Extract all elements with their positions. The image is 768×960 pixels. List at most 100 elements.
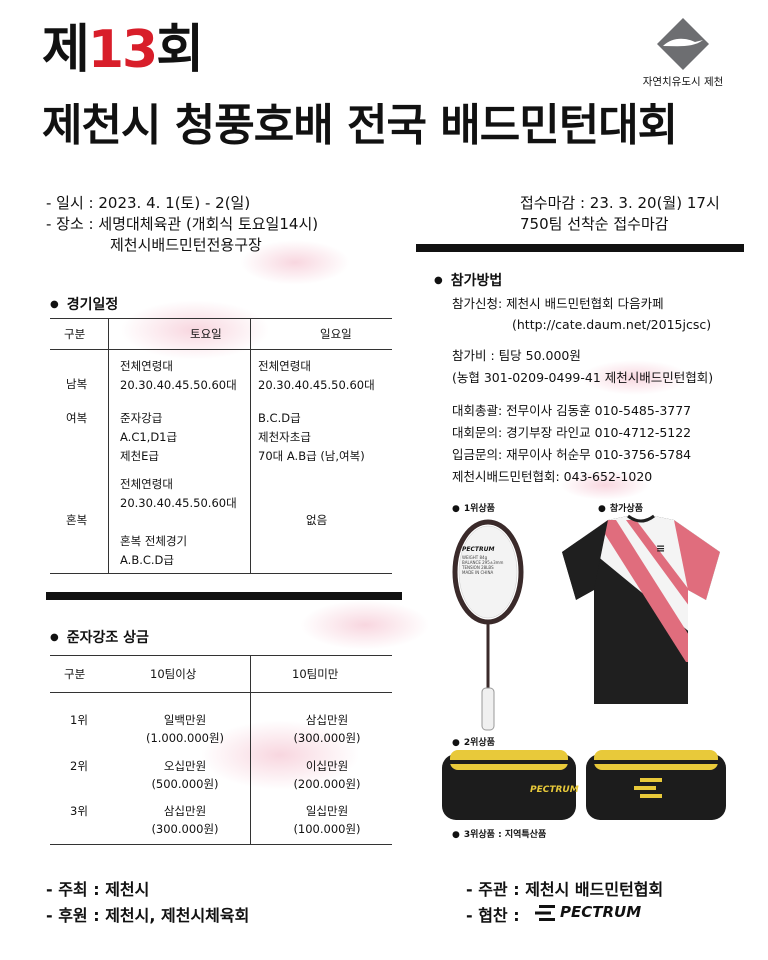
schedule-category: 여복 bbox=[66, 411, 88, 425]
racket-spec: WEIGHT 84g BALANCE 295±3mm TENSION 28LBS… bbox=[462, 555, 503, 575]
schedule-entry: 20.30.40.45.50.60대 bbox=[258, 378, 375, 392]
bags-image bbox=[440, 748, 728, 822]
second-prize-label: 2위상품 bbox=[452, 735, 495, 748]
logo-caption: 자연치유도시 제천 bbox=[642, 76, 724, 88]
prize-amount-number: (300.000원) bbox=[293, 731, 361, 745]
svg-text:≡: ≡ bbox=[656, 542, 665, 555]
participation-heading: 참가방법 bbox=[434, 270, 503, 290]
schedule-sunday-cell: 없음 bbox=[306, 513, 328, 527]
fee-info: 참가비 : 팀당 50.000원 bbox=[452, 348, 581, 363]
tshirt-image: ≡ bbox=[556, 512, 726, 708]
schedule-header-divider bbox=[50, 349, 392, 350]
prize-rank: 1위 bbox=[70, 713, 88, 727]
registration-limit: 750팀 선착순 접수마감 bbox=[520, 215, 669, 233]
schedule-heading: 경기일정 bbox=[50, 294, 119, 314]
prize-under10-cell: 삼십만원(300.000원) bbox=[272, 711, 382, 747]
schedule-saturday-cell: 전체연령대 20.30.40.45.50.60대 bbox=[120, 357, 237, 395]
diamond-logo-icon bbox=[657, 18, 709, 70]
schedule-entry: 혼복 전체경기 bbox=[120, 534, 188, 548]
contact-general: 대회총괄: 전무이사 김동훈 010-5485-3777 bbox=[452, 403, 692, 418]
racket-spec-line: WEIGHT 84g bbox=[462, 555, 488, 560]
prize-header-divider bbox=[50, 692, 392, 693]
prize-under10-cell: 일십만원 (100.000원) bbox=[272, 802, 382, 838]
prize-amount: 삼십만원 bbox=[163, 804, 207, 818]
third-prize-label: 3위상품 : 지역특산품 bbox=[452, 827, 546, 840]
schedule-header-saturday: 토요일 bbox=[190, 327, 222, 341]
prize-over10-cell: 삼십만원 (300.000원) bbox=[130, 802, 240, 838]
page-title: 제천시 청풍호배 전국 배드민턴대회 bbox=[42, 100, 678, 151]
schedule-entry: 전체연령대 bbox=[120, 477, 173, 491]
prize-amount: 오십만원 bbox=[163, 759, 207, 773]
schedule-entry: 준자강급 bbox=[120, 411, 163, 425]
divider-bar-right bbox=[416, 244, 744, 252]
prize-rank: 2위 bbox=[70, 759, 88, 773]
schedule-entry: 20.30.40.45.50.60대 bbox=[120, 496, 237, 510]
schedule-category: 남복 bbox=[66, 377, 88, 391]
edition-title: 제13회 bbox=[42, 20, 204, 80]
prize-amount-number: (300.000원) bbox=[151, 822, 219, 836]
event-venue: - 장소 : 세명대체육관 (개회식 토요일14시) bbox=[46, 215, 319, 233]
schedule-entry: 전체연령대 bbox=[258, 359, 311, 373]
contact-match: 대회문의: 경기부장 라인교 010-4712-5122 bbox=[452, 425, 692, 440]
organizer-text: - 주관 : 제천시 배드민턴협회 bbox=[466, 880, 664, 899]
racket-spec-line: MADE IN CHINA bbox=[462, 570, 494, 575]
prize-amount-number: (200.000원) bbox=[293, 777, 361, 791]
schedule-entry bbox=[120, 513, 237, 532]
prize-amount-number: (1.000.000원) bbox=[145, 731, 225, 745]
racket-brand: PECTRUM bbox=[462, 546, 495, 553]
contact-payment: 입금문의: 재무이사 허순무 010-3756-5784 bbox=[452, 447, 692, 462]
prize-under10-cell: 이십만원 (200.000원) bbox=[272, 757, 382, 793]
first-prize-label: 1위상품 bbox=[452, 501, 495, 514]
schedule-category: 혼복 bbox=[66, 513, 88, 527]
tshirt-icon: ≡ bbox=[562, 514, 720, 704]
prize-rank: 3위 bbox=[70, 804, 88, 818]
schedule-entry: 70대 A.B급 (남,여복) bbox=[258, 449, 365, 463]
schedule-entry: 전체연령대 bbox=[120, 359, 173, 373]
divider-bar-left bbox=[46, 592, 402, 600]
event-date: - 일시 : 2023. 4. 1(토) - 2(일) bbox=[46, 194, 251, 212]
prize-header-rank: 구분 bbox=[64, 667, 86, 681]
participation-prize-label: 참가상품 bbox=[598, 501, 643, 514]
racket-spec-line: BALANCE 295±3mm bbox=[462, 560, 504, 565]
edition-suffix: 회 bbox=[156, 20, 204, 80]
schedule-header-category: 구분 bbox=[64, 327, 86, 341]
badminton-racket-icon bbox=[452, 519, 524, 731]
schedule-entry: B.C.D급 bbox=[258, 411, 301, 425]
event-venue-line2: 제천시배드민턴전용구장 bbox=[110, 236, 262, 254]
registration-deadline: 접수마감 : 23. 3. 20(월) 17시 bbox=[520, 194, 720, 212]
schedule-saturday-cell: 준자강급 A.C1,D1급 제천E급 bbox=[120, 409, 177, 466]
fee-account: (농협 301-0209-0499-41 제천시배드민턴협회) bbox=[452, 370, 714, 385]
racket-spec-line: TENSION 28LBS bbox=[462, 565, 494, 570]
prize-amount-number: (500.000원) bbox=[151, 777, 219, 791]
spectrum-logo-icon bbox=[533, 904, 557, 922]
apply-url[interactable]: (http://cate.daum.net/2015jcsc) bbox=[512, 317, 712, 332]
prize-table: 구분 10팀이상 10팀미만 1위 일백만원(1.000.000원) 삼십만원(… bbox=[50, 655, 392, 845]
prize-amount: 일십만원 bbox=[305, 804, 349, 818]
racket-bag-icon bbox=[442, 750, 726, 820]
schedule-col-divider bbox=[108, 319, 109, 573]
schedule-entry: 제천E급 bbox=[120, 449, 160, 463]
schedule-header-sunday: 일요일 bbox=[320, 327, 352, 341]
schedule-entry: 제천자초급 bbox=[258, 430, 311, 444]
prize-header-under10: 10팀미만 bbox=[292, 667, 339, 681]
schedule-table: 구분 토요일 일요일 남복 전체연령대 20.30.40.45.50.60대 전… bbox=[50, 318, 392, 574]
city-logo: 자연치유도시 제천 bbox=[640, 16, 726, 89]
bag-brand: PECTRUM bbox=[530, 785, 579, 795]
host-text: - 주최 : 제천시 bbox=[46, 880, 150, 899]
prize-over10-cell: 오십만원 (500.000원) bbox=[130, 757, 240, 793]
contact-association: 제천시배드민턴협회: 043-652-1020 bbox=[452, 469, 653, 484]
schedule-saturday-cell: 전체연령대 20.30.40.45.50.60대 혼복 전체경기 A.B.C.D… bbox=[120, 475, 237, 570]
prize-amount-number: (100.000원) bbox=[293, 822, 361, 836]
prize-amount: 일백만원 bbox=[163, 713, 207, 727]
schedule-entry: 20.30.40.45.50.60대 bbox=[120, 378, 237, 392]
schedule-entry: A.C1,D1급 bbox=[120, 430, 178, 444]
schedule-sunday-cell: B.C.D급 제천자초급 70대 A.B급 (남,여복) bbox=[258, 409, 365, 466]
cosponsor-brand: PECTRUM bbox=[560, 903, 642, 921]
schedule-entry: A.B.C.D급 bbox=[120, 553, 174, 567]
racket-image bbox=[448, 512, 528, 732]
prize-amount: 이십만원 bbox=[305, 759, 349, 773]
sponsor-text: - 후원 : 제천시, 제천시체육회 bbox=[46, 906, 250, 925]
prize-col-divider bbox=[250, 656, 251, 844]
edition-prefix: 제 bbox=[42, 20, 90, 80]
cosponsor-label: - 협찬 : bbox=[466, 906, 520, 925]
